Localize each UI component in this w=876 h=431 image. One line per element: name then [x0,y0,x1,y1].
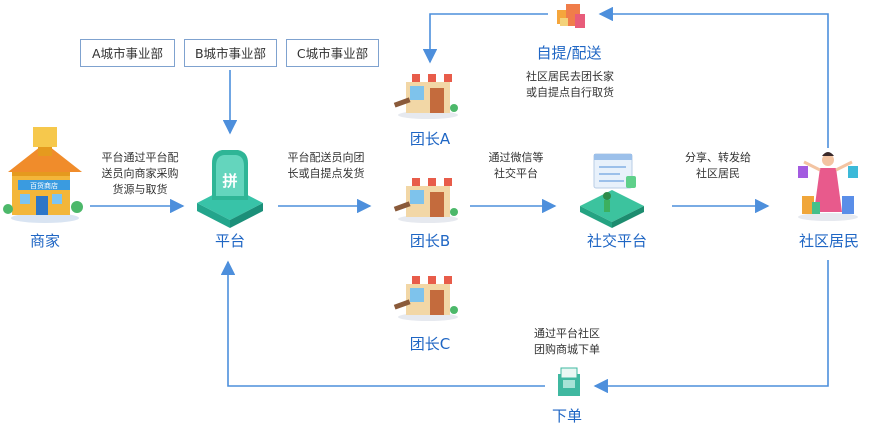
note-line: 通过微信等 [488,151,544,164]
leader-c-label: 团长C [409,335,451,353]
platform-label: 平台 [214,232,245,250]
note-leader-to-social: 通过微信等 社交平台 [476,150,556,182]
note-social-to-residents: 分享、转发给 社区居民 [676,150,760,182]
note-line: 货源与取货 [112,183,168,196]
social-platform-label: 社交平台 [586,232,647,250]
pickup-delivery-icon [557,4,585,28]
order-label: 下单 [551,407,582,425]
note-pickup: 社区居民去团长家 或自提点自行取货 [515,69,625,101]
note-line: 社区居民 [696,167,740,180]
note-line: 平台配送员向团 [287,151,365,164]
dept-a-box: A城市事业部 [80,39,175,67]
platform-icon: 拼 [197,150,263,228]
note-line: 送员向商家采购 [101,167,179,180]
dept-b-box: B城市事业部 [184,39,277,67]
note-line: 长或自提点发货 [287,167,365,180]
arrow-residents-to-pickup [598,6,829,148]
arrow-order-to-platform [220,260,545,387]
leader-a-shop-icon [393,74,458,119]
note-merchant-to-platform: 平台通过平台配 送员向商家采购 货源与取货 [96,150,184,198]
residents-icon [798,152,858,221]
order-icon [558,367,580,396]
note-platform-to-leader: 平台配送员向团 长或自提点发货 [282,150,370,182]
arrow-pickup-to-leader-a [422,13,548,64]
residents-label: 社区居民 [798,232,859,250]
leader-c-shop-icon [393,276,458,321]
note-line: 社区居民去团长家 [526,70,614,83]
note-line: 分享、转发给 [685,151,751,164]
leader-b-label: 团长B [409,232,451,250]
note-line: 通过平台社区 [534,327,600,340]
pickup-label: 自提/配送 [536,44,602,62]
merchant-building-icon: 百货商店 [3,127,83,223]
shop-sign-text: 百货商店 [30,181,58,190]
note-line: 社交平台 [494,167,538,180]
leader-b-shop-icon [393,178,458,223]
note-line: 团购商城下单 [534,343,600,356]
note-order: 通过平台社区 团购商城下单 [522,326,612,358]
dept-c-box: C城市事业部 [286,39,379,67]
merchant-label: 商家 [29,232,60,250]
arrow-residents-to-order [593,260,829,394]
platform-badge-text: 拼 [222,172,237,190]
leader-a-label: 团长A [409,130,451,148]
note-line: 或自提点自行取货 [526,86,614,99]
note-line: 平台通过平台配 [101,151,179,164]
social-platform-icon [580,153,644,228]
